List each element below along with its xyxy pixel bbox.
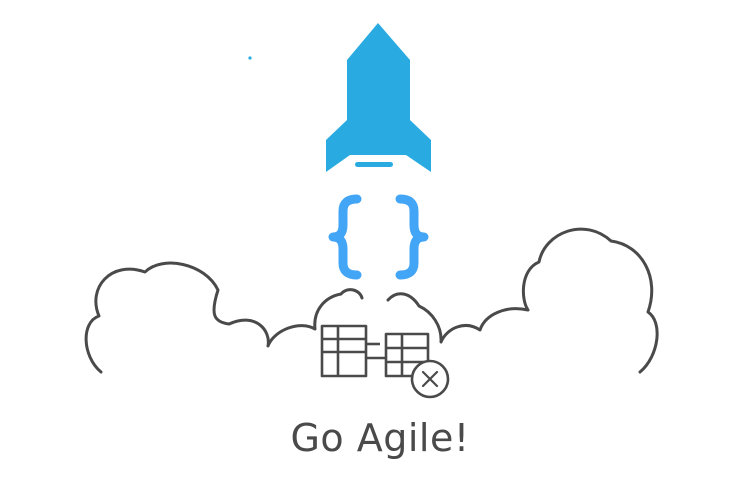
close-circle-icon [410,359,450,399]
headline: Go Agile! [290,416,470,460]
curly-braces-icon [328,194,429,280]
rocket-icon [326,23,431,172]
spark-dot [248,56,252,60]
cloud-icon [84,227,659,374]
task-board-icon [320,324,430,378]
